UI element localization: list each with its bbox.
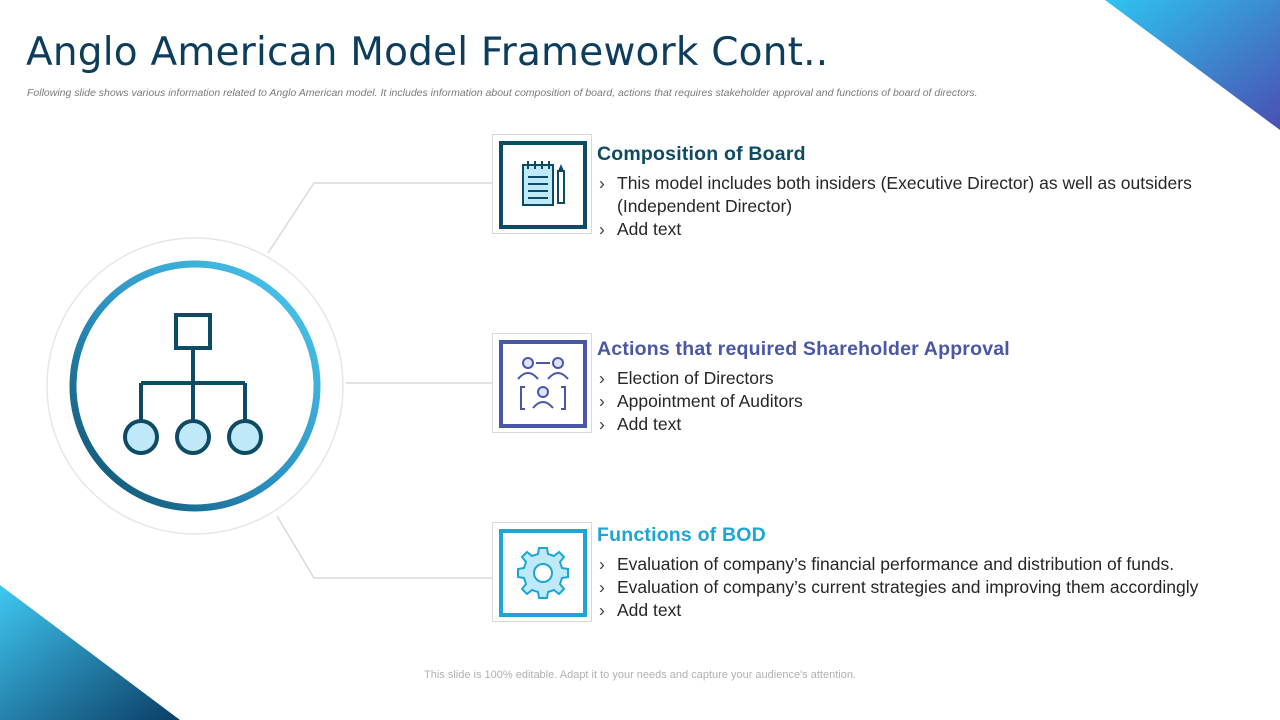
bullet-chevron-icon: › <box>599 173 605 193</box>
section-functions-of-bod: Functions of BOD ›Evaluation of company’… <box>597 524 1267 621</box>
section-heading: Actions that required Shareholder Approv… <box>597 338 1010 360</box>
bullet-chevron-icon: › <box>599 599 605 620</box>
bullet-chevron-icon: › <box>599 218 605 239</box>
bullet-item: ›Evaluation of company’s current strateg… <box>599 576 1199 597</box>
page-title: Anglo American Model Framework Cont.. <box>26 30 829 75</box>
section-heading: Functions of BOD <box>597 524 766 546</box>
bullet-item: ›Add text <box>599 599 682 620</box>
bullet-chevron-icon: › <box>599 390 605 411</box>
functions-icon-box <box>492 522 592 622</box>
shareholders-icon-box <box>492 333 592 433</box>
page-subtitle: Following slide shows various informatio… <box>27 87 978 99</box>
gear-icon <box>517 547 569 599</box>
bullet-chevron-icon: › <box>599 554 605 574</box>
hub-circle <box>46 237 344 535</box>
shareholders-group-icon <box>517 357 569 410</box>
bullet-item: ›Appointment of Auditors <box>599 390 803 411</box>
footer-note: This slide is 100% editable. Adapt it to… <box>424 669 856 681</box>
section-shareholder-approval: Actions that required Shareholder Approv… <box>597 338 1267 435</box>
bullet-chevron-icon: › <box>599 576 605 597</box>
bullet-item: ›This model includes both insiders (Exec… <box>599 173 1192 216</box>
bullet-item: ›Add text <box>599 218 682 239</box>
corner-decoration-top-right <box>1105 0 1280 130</box>
section-composition-of-board: Composition of Board ›This model include… <box>597 143 1267 240</box>
bullet-chevron-icon: › <box>599 413 605 434</box>
org-chart-icon <box>123 313 263 455</box>
corner-decoration-bottom-left <box>0 585 180 720</box>
notepad-pencil-icon <box>522 161 565 206</box>
bullet-item: ›Election of Directors <box>599 368 774 388</box>
bullet-chevron-icon: › <box>599 368 605 388</box>
bullet-item: ›Add text <box>599 413 682 434</box>
bullet-item: ›Evaluation of company’s financial perfo… <box>599 554 1175 574</box>
composition-icon-box <box>492 134 592 234</box>
section-heading: Composition of Board <box>597 143 806 165</box>
